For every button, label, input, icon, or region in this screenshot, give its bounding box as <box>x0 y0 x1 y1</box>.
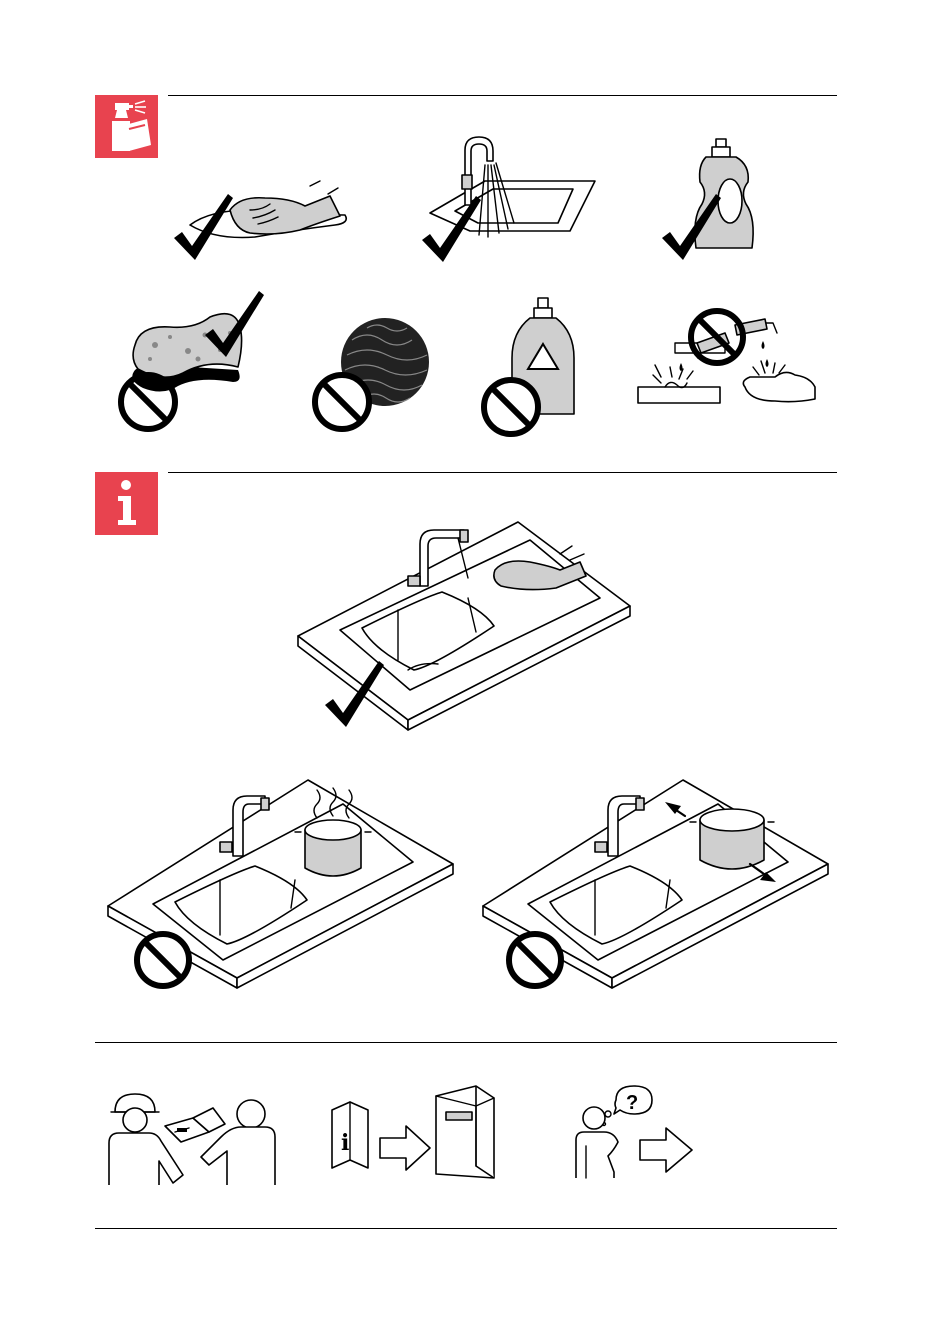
spray-bottle-cloth-icon <box>95 95 158 158</box>
abrasive-cleaner-icon <box>478 296 583 436</box>
section-rule-info <box>168 472 837 473</box>
hot-pot-on-surface-icon <box>105 780 455 995</box>
mild-detergent-bottle-icon <box>660 136 770 266</box>
cleaning-badge <box>95 95 158 158</box>
manual-info-letter: i <box>341 1130 349 1156</box>
scouring-sponge-icon <box>110 295 270 435</box>
acid-chemicals-icon <box>635 305 820 410</box>
info-badge <box>95 472 158 535</box>
installer-handover-icon <box>105 1090 280 1190</box>
section-rule-guidance <box>95 1042 837 1043</box>
wipe-cloth-icon <box>160 180 360 265</box>
rinse-water-icon <box>410 135 605 265</box>
read-manual-icon: i <box>328 1082 503 1182</box>
info-icon <box>95 472 158 535</box>
sink-wipe-clean-icon <box>290 510 640 730</box>
ask-questions-icon: ? <box>572 1082 702 1182</box>
steel-wool-icon <box>312 310 437 435</box>
section-rule-bottom <box>95 1228 837 1229</box>
sliding-pot-icon <box>480 780 830 995</box>
question-mark: ? <box>626 1092 638 1114</box>
section-rule-top <box>168 95 837 96</box>
